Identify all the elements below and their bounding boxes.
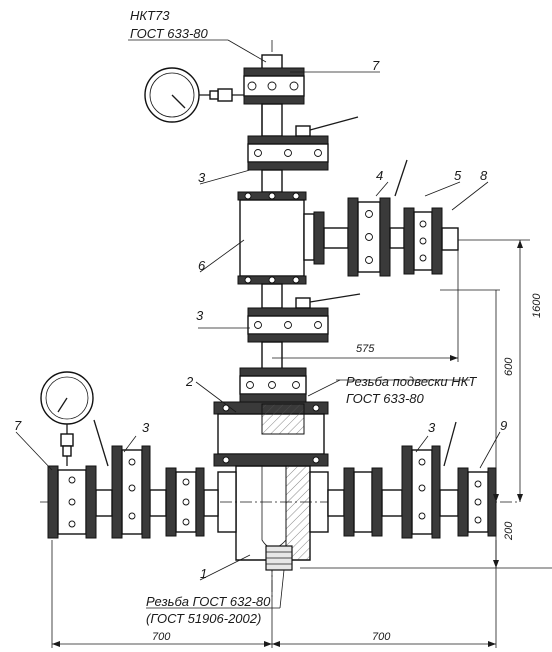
left-side-line: [47, 419, 219, 539]
dimension-1600: 1600: [531, 293, 543, 318]
part-number-3-top: 3: [198, 170, 206, 185]
dimension-575: 575: [356, 343, 375, 355]
leader-lines: [15, 39, 501, 609]
top-flange-7: [243, 54, 305, 105]
part-number-3-right: 3: [428, 420, 436, 435]
part-number-3-mid: 3: [196, 308, 204, 323]
upper-valve-3: [247, 116, 359, 171]
top-pressure-gauge: [144, 67, 244, 123]
thread-hanger-gost-callout: ГОСТ 633-80: [346, 391, 425, 406]
part-number-4: 4: [376, 168, 383, 183]
nkt73-gost-callout: ГОСТ 633-80: [130, 26, 209, 41]
thread-bottom-callout: Резьба ГОСТ 632-80: [146, 594, 271, 609]
part-number-3-left: 3: [142, 420, 150, 435]
hanger-flange-2: [239, 367, 307, 403]
dimension-700-right: 700: [372, 631, 391, 643]
dimension-lines: [51, 239, 552, 648]
part-number-2: 2: [185, 374, 194, 389]
part-number-1: 1: [200, 566, 207, 581]
part-number-8: 8: [480, 168, 488, 183]
right-side-line: [327, 421, 497, 539]
thread-hanger-callout: Резьба подвески НКТ: [346, 374, 477, 389]
dimension-700-left: 700: [152, 631, 171, 643]
left-pressure-gauge: [40, 371, 94, 466]
valve-handle-icon: [309, 116, 359, 131]
tee-6: [237, 191, 325, 285]
part-number-7-left: 7: [14, 418, 22, 433]
dimension-200: 200: [503, 521, 515, 541]
thread-bottom-gost-callout: (ГОСТ 51906-2002): [146, 611, 261, 626]
middle-valve-3: [247, 293, 361, 343]
dimension-600: 600: [503, 357, 515, 376]
head-body-1: [213, 401, 329, 571]
side-line-upper: [323, 159, 459, 277]
part-number-5: 5: [454, 168, 462, 183]
part-number-6: 6: [198, 258, 206, 273]
nkt73-callout: НКТ73: [130, 8, 170, 23]
part-number-7-top: 7: [372, 58, 380, 73]
part-number-9: 9: [500, 418, 507, 433]
